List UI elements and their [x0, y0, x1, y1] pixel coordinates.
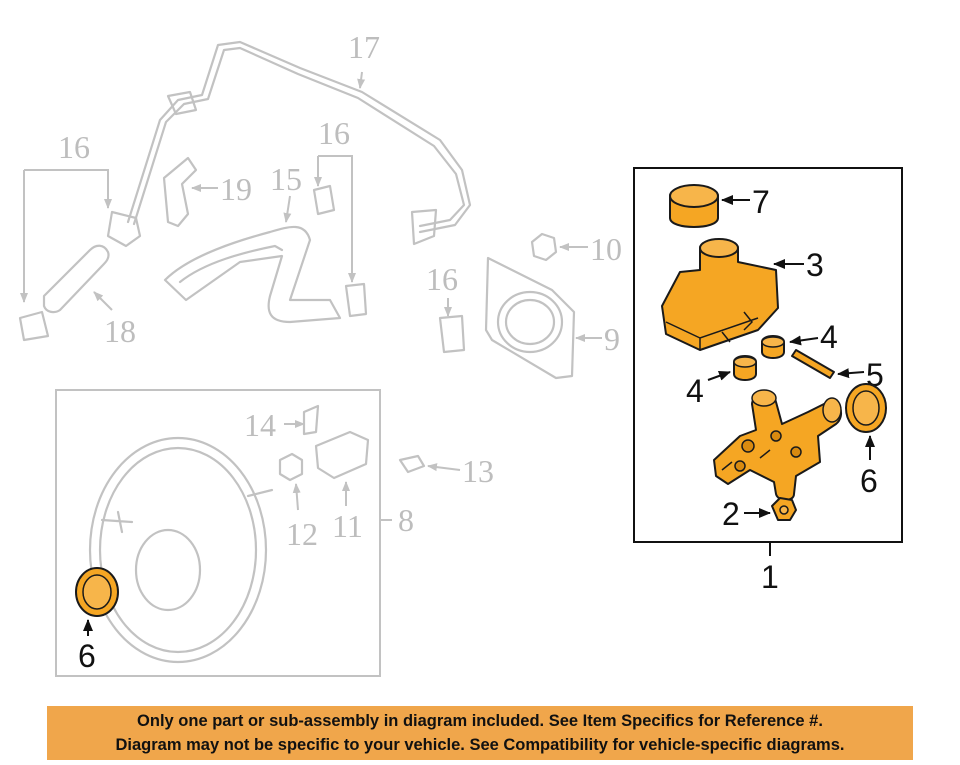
label-16-right: 16	[426, 261, 458, 297]
hose-18	[42, 244, 110, 314]
label-9: 9	[604, 321, 620, 357]
arrow-4-lower	[707, 371, 731, 381]
label-13: 13	[462, 453, 494, 489]
label-4-upper: 4	[820, 319, 838, 355]
grommet-4-lower	[733, 355, 757, 381]
label-16-mid: 16	[318, 115, 350, 151]
arrow-4-upper	[789, 335, 819, 346]
label-11: 11	[332, 508, 363, 544]
master-cylinder-box	[633, 167, 903, 543]
clamp-16-mid	[312, 184, 368, 318]
label-3: 3	[806, 247, 824, 283]
label-14: 14	[244, 407, 276, 443]
clamp-16-left	[18, 210, 142, 342]
pin-13	[398, 454, 426, 474]
nut-2	[771, 497, 797, 521]
label-19: 19	[220, 171, 252, 207]
clamp-16-right	[438, 314, 466, 354]
label-18: 18	[104, 313, 136, 349]
hose-15	[163, 225, 342, 324]
reservoir-cap-7	[669, 184, 719, 228]
label-2: 2	[722, 496, 740, 532]
gasket-9	[484, 256, 576, 380]
brake-booster	[88, 436, 274, 664]
label-4-lower: 4	[686, 373, 704, 409]
seal-6-booster	[75, 567, 119, 617]
label-17: 17	[348, 29, 380, 65]
arrow-5	[837, 368, 865, 379]
label-6-booster: 6	[78, 638, 96, 674]
nut-12	[278, 452, 304, 482]
clip-14	[302, 404, 320, 436]
seal-6-master	[845, 383, 887, 433]
label-1: 1	[761, 559, 779, 595]
label-16-left: 16	[58, 129, 90, 165]
clip-19	[162, 156, 198, 228]
brake-line-17	[126, 40, 472, 246]
reservoir-3	[661, 238, 779, 351]
disclaimer-line-2: Diagram may not be specific to your vehi…	[115, 736, 845, 754]
disclaimer-banner: Only one part or sub-assembly in diagram…	[47, 706, 913, 760]
master-cylinder-body	[713, 389, 843, 501]
bracket-11	[314, 430, 370, 480]
booster-assembly-box	[55, 389, 381, 677]
pin-5	[791, 349, 835, 379]
faint-leaders	[20, 71, 602, 511]
label-15: 15	[270, 161, 302, 197]
nut-10	[530, 232, 558, 262]
label-10: 10	[590, 231, 622, 267]
label-8: 8	[398, 502, 414, 538]
label-12: 12	[286, 516, 318, 552]
label-7: 7	[752, 184, 770, 220]
label-6-master: 6	[860, 463, 878, 499]
disclaimer-line-1: Only one part or sub-assembly in diagram…	[137, 712, 823, 730]
grommet-4-upper	[761, 335, 785, 359]
